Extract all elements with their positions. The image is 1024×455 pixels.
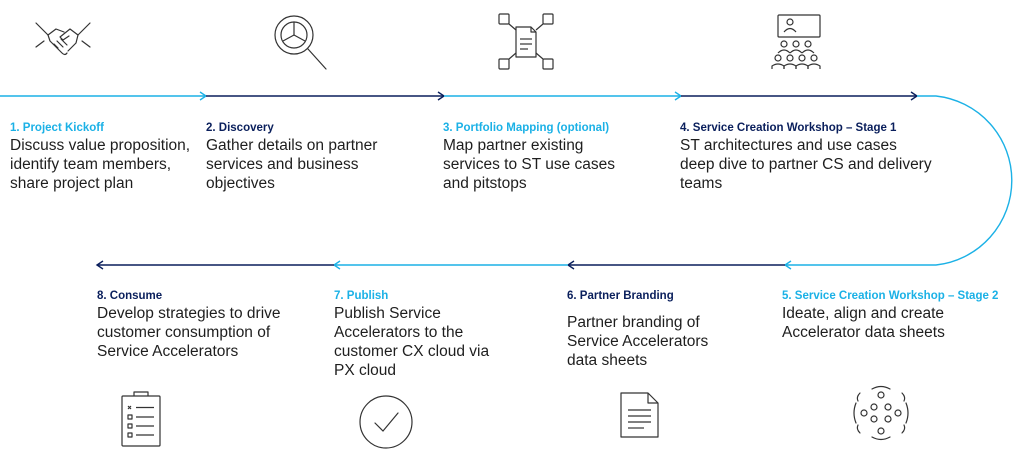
step-8-title: 8. Consume — [97, 290, 163, 302]
step-1: 1. Project Kickoff Discuss value proposi… — [10, 121, 195, 193]
group-collaboration-icon — [852, 385, 910, 441]
document-icon — [620, 392, 660, 438]
step-4: 4. Service Creation Workshop – Stage 1 S… — [680, 121, 935, 193]
handshake-icon — [34, 13, 92, 63]
step-6: 6. Partner Branding Partner branding of … — [567, 289, 757, 370]
step-4-title: 4. Service Creation Workshop – Stage 1 — [680, 122, 897, 134]
checklist-clipboard-icon — [120, 390, 162, 448]
step-5-description: Ideate, align and create Accelerator dat… — [782, 305, 945, 341]
presentation-audience-icon — [770, 13, 828, 71]
step-7: 7. Publish Publish Service Accelerators … — [334, 289, 529, 380]
step-1-title: 1. Project Kickoff — [10, 122, 104, 134]
step-4-description: ST architectures and use cases deep dive… — [680, 137, 932, 192]
connector-curve — [783, 95, 1013, 270]
magnifier-chart-icon — [272, 13, 330, 73]
step-8-description: Develop strategies to drive customer con… — [97, 305, 281, 360]
step-6-description: Partner branding of Service Accelerators… — [567, 314, 709, 369]
document-network-icon — [498, 13, 554, 71]
step-6-title: 6. Partner Branding — [567, 290, 674, 302]
step-7-description: Publish Service Accelerators to the cust… — [334, 305, 490, 379]
step-7-title: 7. Publish — [334, 290, 389, 302]
step-5-title: 5. Service Creation Workshop – Stage 2 — [782, 290, 999, 302]
step-2-title: 2. Discovery — [206, 122, 274, 134]
check-circle-icon — [358, 394, 414, 450]
step-3-description: Map partner existing services to ST use … — [443, 137, 616, 192]
step-1-description: Discuss value proposition, identify team… — [10, 137, 191, 192]
step-5: 5. Service Creation Workshop – Stage 2 I… — [782, 289, 1022, 342]
step-3-title: 3. Portfolio Mapping (optional) — [443, 122, 610, 134]
step-2-description: Gather details on partner services and b… — [206, 137, 378, 192]
step-2: 2. Discovery Gather details on partner s… — [206, 121, 411, 193]
step-8: 8. Consume Develop strategies to drive c… — [97, 289, 292, 361]
step-3: 3. Portfolio Mapping (optional) Map part… — [443, 121, 643, 193]
